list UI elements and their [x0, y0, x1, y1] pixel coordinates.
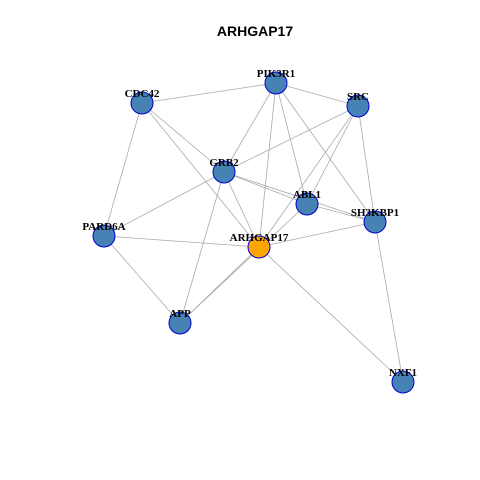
edge-grb2-app: [179, 171, 225, 324]
edge-grb2-abl1: [223, 171, 308, 205]
edge-pard6a-app: [103, 235, 181, 324]
edge-abl1-sh3kbp1: [306, 203, 376, 223]
node-label-pard6a: PARD6A: [82, 221, 125, 233]
edge-layer: [103, 82, 404, 383]
edge-pik3r1-grb2: [223, 82, 277, 173]
edge-sh3kbp1-nxf1: [374, 221, 404, 383]
diagram-title: ARHGAP17: [217, 23, 293, 39]
edge-cdc42-pik3r1: [141, 82, 277, 104]
node-nxf1: [391, 370, 415, 394]
edge-pard6a-arhgap17: [103, 235, 260, 248]
edge-src-sh3kbp1: [357, 105, 376, 223]
edge-pik3r1-src: [275, 82, 359, 107]
node-label-grb2: GRB2: [209, 157, 239, 169]
node-label-cdc42: CDC42: [125, 88, 160, 100]
edge-cdc42-pard6a: [103, 102, 143, 237]
node-abl1: [295, 192, 319, 216]
edge-sh3kbp1-arhgap17: [258, 221, 376, 248]
edge-grb2-arhgap17: [223, 171, 260, 248]
edge-arhgap17-nxf1: [258, 246, 404, 383]
node-pard6a: [92, 224, 116, 248]
node-cdc42: [130, 91, 154, 115]
node-app: [168, 311, 192, 335]
edge-grb2-pard6a: [103, 171, 225, 237]
node-label-sh3kbp1: SH3KBP1: [351, 207, 399, 219]
node-label-src: SRC: [347, 91, 369, 103]
edge-cdc42-arhgap17: [141, 102, 260, 248]
node-label-arhgap17: ARHGAP17: [230, 232, 289, 244]
node-sh3kbp1: [363, 210, 387, 234]
node-label-app: APP: [169, 308, 191, 320]
node-arhgap17: [247, 235, 271, 259]
edge-pik3r1-abl1: [275, 82, 308, 205]
node-label-nxf1: NXF1: [389, 367, 417, 379]
edge-pik3r1-arhgap17: [258, 82, 277, 248]
edge-arhgap17-app: [179, 246, 260, 324]
node-src: [346, 94, 370, 118]
edge-src-arhgap17: [258, 105, 359, 248]
edge-cdc42-grb2: [141, 102, 225, 173]
node-grb2: [212, 160, 236, 184]
node-pik3r1: [264, 71, 288, 95]
edge-src-grb2: [223, 105, 359, 173]
edge-src-abl1: [306, 105, 359, 205]
node-label-pik3r1: PIK3R1: [257, 68, 296, 80]
node-layer: [92, 71, 415, 394]
node-label-abl1: ABL1: [293, 189, 321, 201]
